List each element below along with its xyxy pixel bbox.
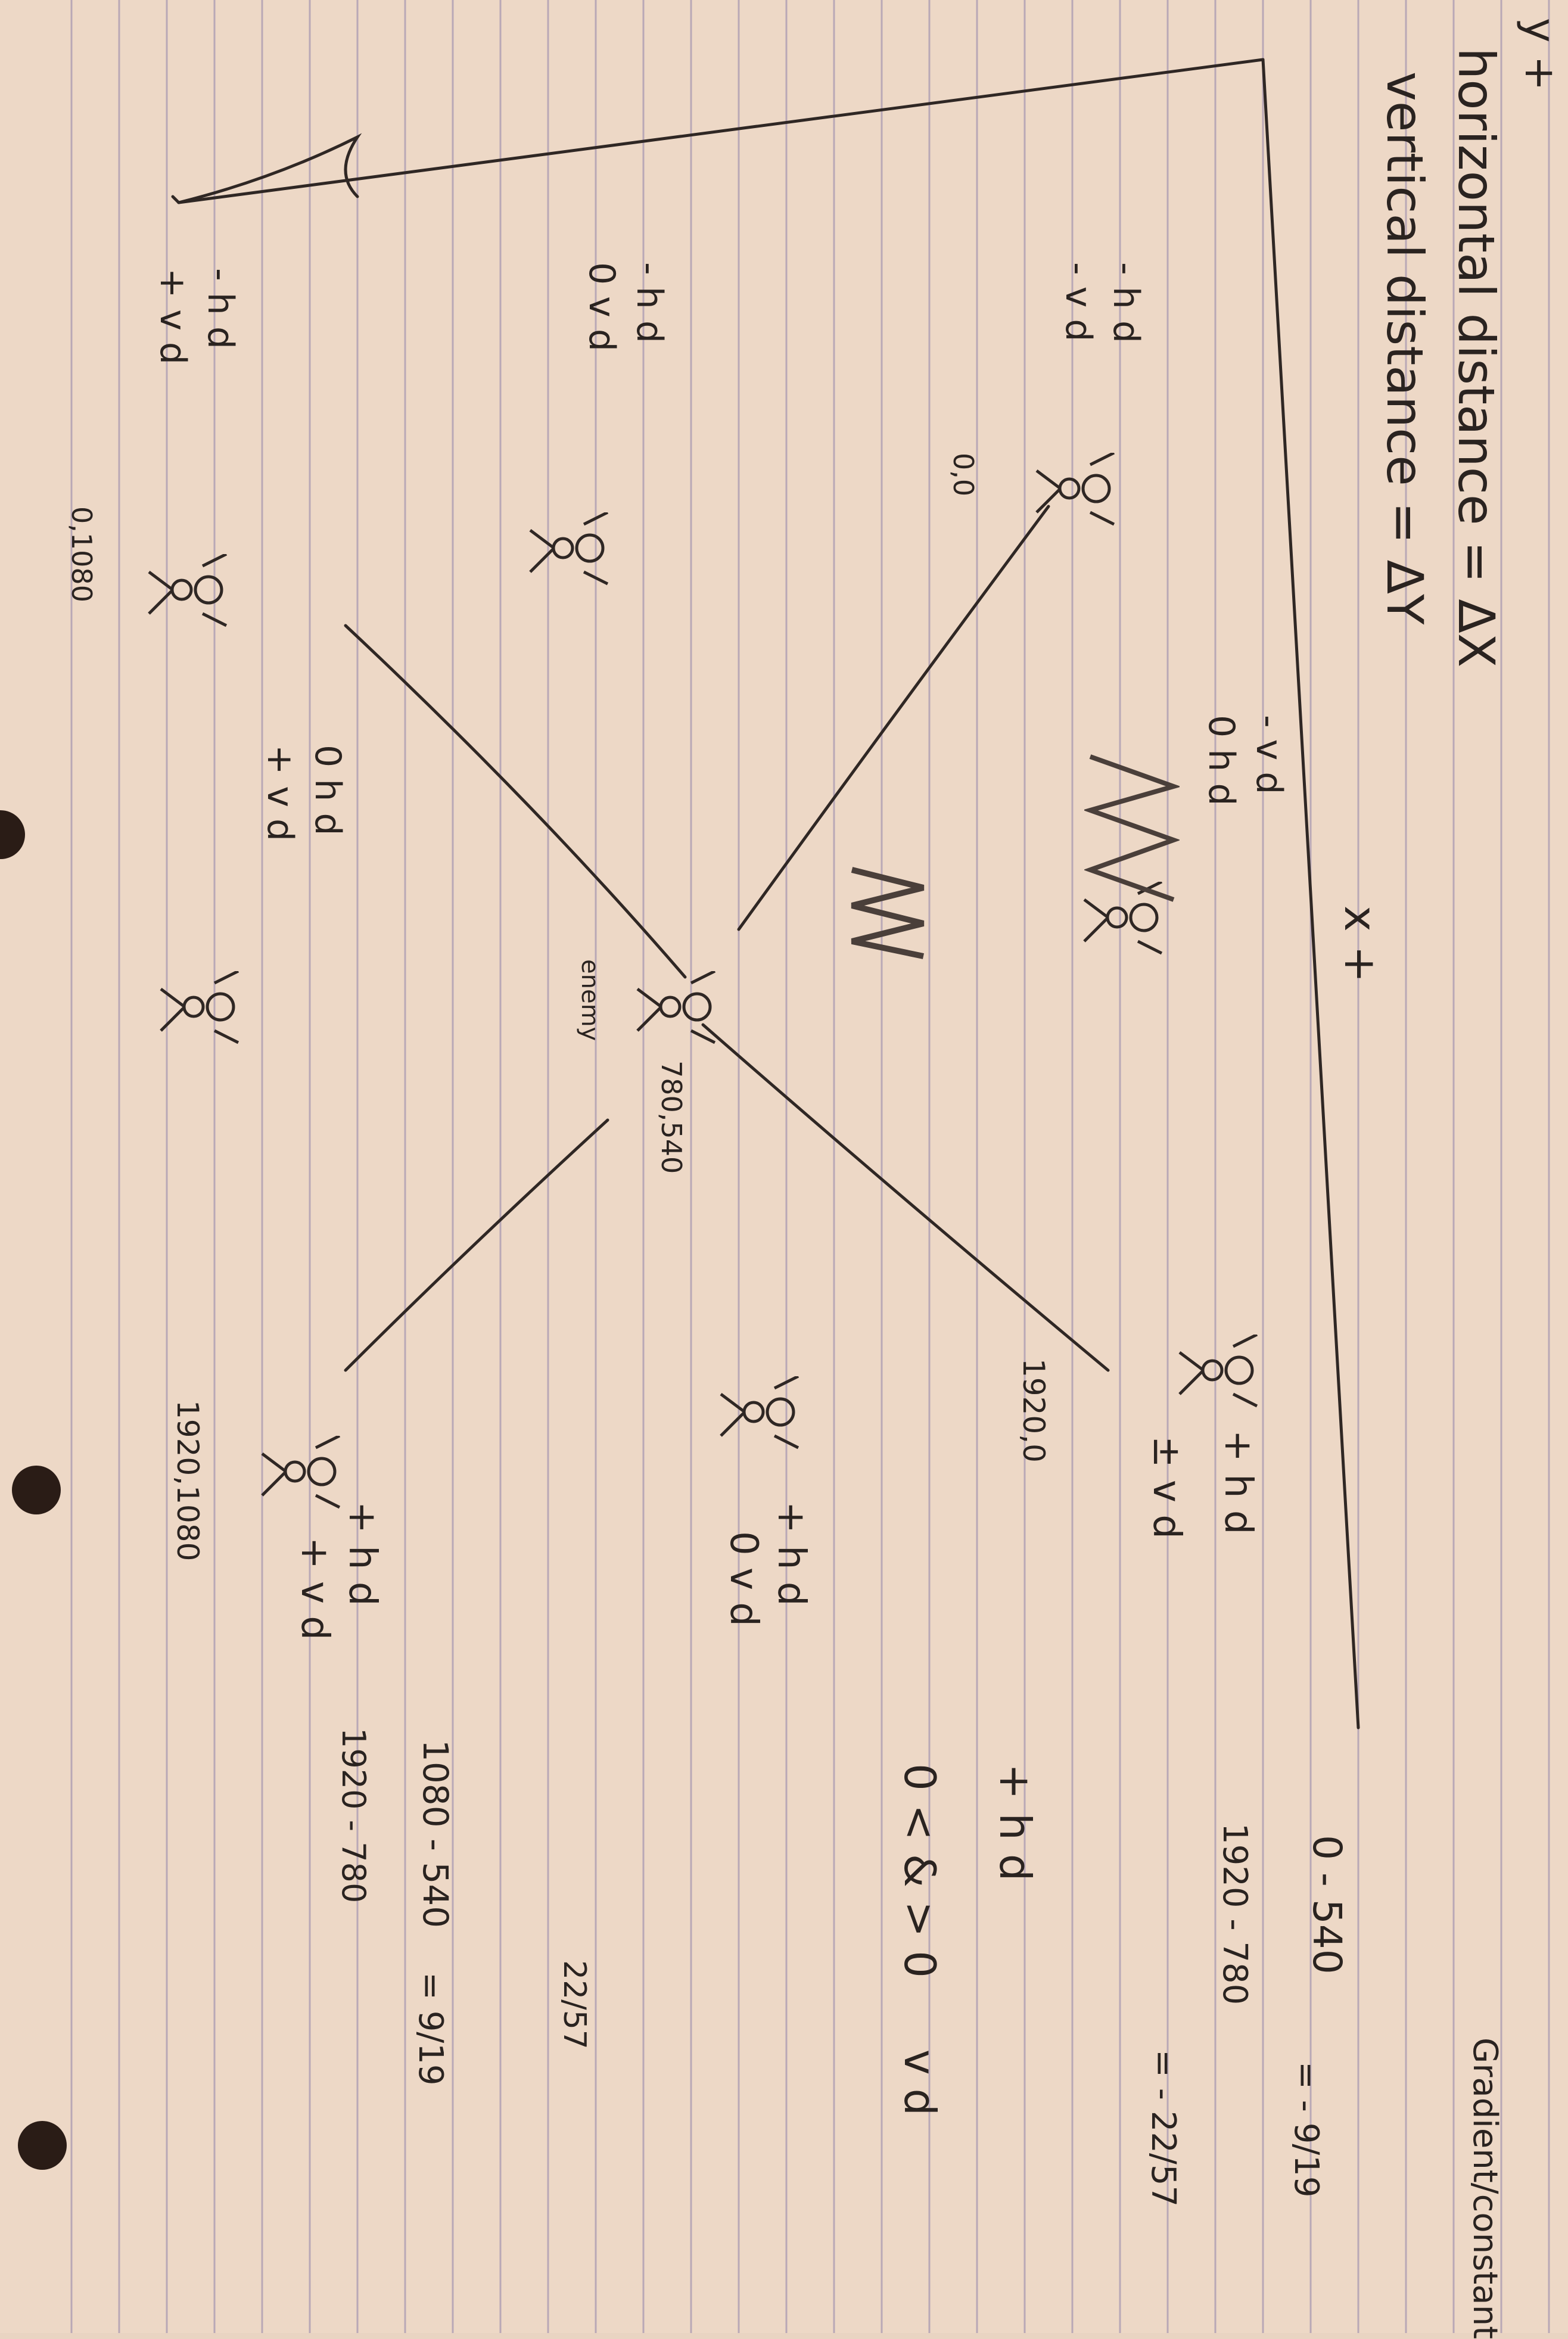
region-top-right-v: ± v d [1144,1436,1189,1539]
stick-figure-icon [1178,1335,1258,1408]
region-top-h: 0 h d [1200,715,1242,806]
region-top-right-h: + h d [1216,1430,1260,1535]
math-result-1b: = - 22/57 [1144,2049,1183,2207]
diagonal-to-origin [737,505,1050,931]
stick-figure-icon [160,971,239,1044]
region-bottom-right-h-visible: + h d [340,1501,384,1606]
region-right-v: 0 v d [721,1531,766,1626]
diagonal-to-bottom-left [344,624,687,979]
coord-bottom-left: 0,1080 [66,506,98,602]
coord-enemy: 780,540 [655,1060,687,1174]
stick-figure-icon [529,512,609,586]
region-top-v: - v d [1248,715,1290,795]
enemy-label: enemy [576,959,603,1041]
diagonal-to-top-right [701,1023,1110,1372]
math-denominator-2: 1920 - 780 [335,1728,372,1903]
region-right-h: + h d [769,1501,813,1606]
coord-bottom-right: 1920,1080 [170,1400,205,1562]
region-left-h: - h d [629,262,670,343]
condition: 0 < & > 0 [895,1763,945,1978]
condition-v: v d [895,2049,945,2116]
horizontal-distance-note: horizontal distance = ΔX [1447,48,1505,668]
region-bottom-left-h: - h d [200,268,241,349]
coord-top-right: 1920,0 [1016,1358,1051,1463]
math-result-2b: 22/57 [556,1960,592,2049]
enemy-stick-figure-icon [636,971,716,1044]
y-axis-label: y + [1516,18,1564,91]
frame-top [177,58,1265,204]
binder-hole [18,2121,67,2170]
frame-corner [177,133,362,204]
math-denominator-1: 1920 - 780 [1215,1823,1254,2005]
scribble-mark [1084,754,1180,902]
scribble-mark [851,867,925,959]
stick-figure-icon [1083,882,1163,955]
region-left-v: 0 v d [581,262,623,352]
vertical-distance-note: vertical distance = ΔY [1376,71,1434,625]
math-result-2: = 9/19 [411,1972,450,2086]
gradient-note: Gradient/constant [1466,2038,1504,2339]
region-top-left-v: - v d [1057,262,1099,342]
region-bottom-h: 0 h d [307,745,349,836]
frame-right [1261,58,1360,1730]
math-numerator-1: 0 - 540 [1304,1835,1350,1974]
stick-figure-icon [148,554,228,627]
coord-origin: 0,0 [947,453,979,497]
region-bottom-v: + v d [259,745,301,842]
region-bottom-right-v: + v d [293,1537,337,1640]
diagonal-to-bottom-right [344,1118,609,1372]
region-bottom-left-v: + v d [152,268,194,365]
math-numerator-2: 1080 - 540 [415,1740,456,1929]
stick-figure-icon [261,1436,341,1509]
condition-h: + h d [990,1763,1040,1881]
stick-figure-icon [1035,453,1115,526]
stick-figure-icon [720,1376,799,1450]
math-result-1: = - 9/19 [1287,2061,1326,2198]
binder-hole [12,1466,61,1514]
x-axis-label: x + [1334,906,1386,983]
region-top-left-h: - h d [1105,262,1147,343]
